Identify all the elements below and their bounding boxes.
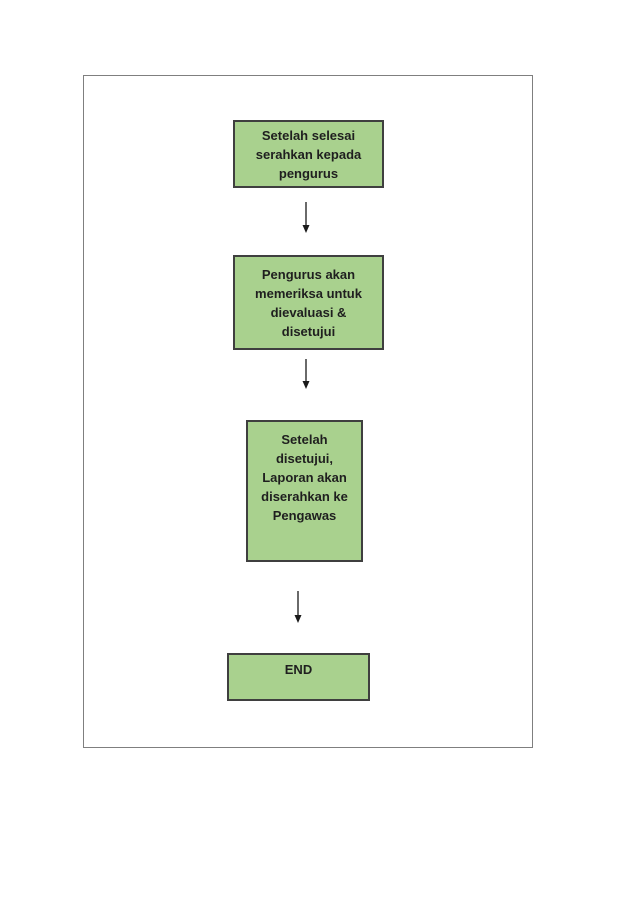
flow-node-step-3-label: Setelah disetujui, Laporan akan diserahk… <box>261 432 348 523</box>
flow-node-step-2: Pengurus akan memeriksa untuk dievaluasi… <box>233 255 384 350</box>
flow-node-step-1: Setelah selesai serahkan kepada pengurus <box>233 120 384 188</box>
flow-node-end-label: END <box>284 662 313 677</box>
flow-node-step-1-label: Setelah selesai serahkan kepada pengurus <box>255 127 362 181</box>
flow-node-end: END <box>227 653 370 701</box>
flow-node-step-3: Setelah disetujui, Laporan akan diserahk… <box>246 420 363 562</box>
down-arrow-icon <box>302 359 310 389</box>
down-arrow-icon <box>302 202 310 233</box>
flow-node-step-2-label: Pengurus akan memeriksa untuk dievaluasi… <box>255 266 362 339</box>
down-arrow-icon <box>294 591 302 623</box>
